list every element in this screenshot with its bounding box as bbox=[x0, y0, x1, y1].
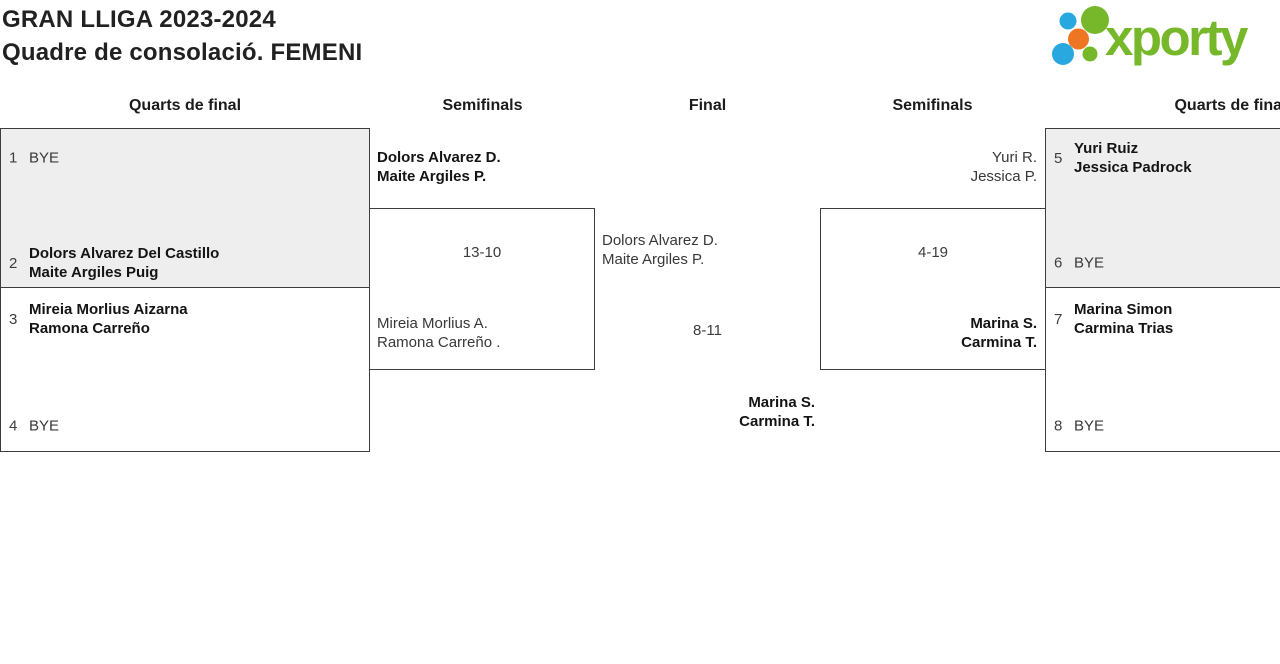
final-team-left-label: Dolors Alvarez D. Maite Argiles P. bbox=[602, 231, 718, 269]
team-name-line: Marina S. bbox=[970, 315, 1037, 332]
team-entry-seed2: 2 Dolors Alvarez Del Castillo Maite Argi… bbox=[9, 244, 361, 282]
seed-number: 6 bbox=[1054, 254, 1063, 272]
team-name-line: Dolors Alvarez D. bbox=[602, 232, 718, 249]
tournament-name: GRAN LLIGA 2023-2024 bbox=[2, 6, 276, 33]
seed-number: 4 bbox=[9, 417, 18, 435]
column-header-semifinals-left: Semifinals bbox=[442, 97, 523, 114]
team-name-line: Carmina Trias bbox=[1074, 320, 1174, 337]
team-name-line: BYE bbox=[29, 149, 60, 167]
match-box-qf-right-1: 5 Yuri Ruiz Jessica Padrock 6 BYE bbox=[1045, 128, 1280, 288]
team-name-line: Yuri Ruiz bbox=[1074, 140, 1139, 157]
seed-number: 1 bbox=[9, 149, 18, 167]
team-name-line: Marina S. bbox=[748, 394, 815, 411]
team-name-line: Maite Argiles P. bbox=[602, 251, 705, 268]
logo-dots-icon bbox=[1052, 6, 1109, 65]
team-names: BYE bbox=[29, 149, 59, 168]
seed-number: 2 bbox=[9, 254, 18, 272]
team-entry-seed8: 8 BYE bbox=[1054, 417, 1280, 436]
team-entry-seed7: 7 Marina Simon Carmina Trias bbox=[1054, 300, 1280, 338]
team-entry-seed4: 4 BYE bbox=[9, 417, 361, 436]
sf-left-winner-label: Dolors Alvarez D. Maite Argiles P. bbox=[377, 148, 501, 186]
match-box-sf-right: 4-19 Marina S. Carmina T. bbox=[820, 208, 1046, 370]
column-header-final: Final bbox=[688, 97, 727, 114]
team-name-line: BYE bbox=[29, 417, 60, 435]
sf-left-loser-label: Mireia Morlius A. Ramona Carreño . bbox=[377, 314, 500, 352]
logo-wordmark: xporty bbox=[1105, 9, 1248, 66]
team-name-line: BYE bbox=[1074, 417, 1105, 435]
seed-number: 8 bbox=[1054, 417, 1063, 435]
team-name-line: Ramona Carreño bbox=[29, 320, 150, 337]
team-name-line: Ramona Carreño . bbox=[377, 334, 501, 351]
match-box-sf-left: 13-10 Mireia Morlius A. Ramona Carreño . bbox=[369, 208, 595, 370]
column-header-quarterfinals-right: Quarts de final bbox=[1174, 97, 1280, 114]
team-name-line: Mireia Morlius A. bbox=[377, 315, 488, 332]
match-box-qf-left-2: 3 Mireia Morlius Aizarna Ramona Carreño … bbox=[0, 287, 370, 452]
match-score-final: 8-11 bbox=[693, 322, 722, 339]
match-box-qf-left-1: 1 BYE 2 Dolors Alvarez Del Castillo Mait… bbox=[0, 128, 370, 288]
team-name-line: Maite Argiles Puig bbox=[29, 264, 159, 281]
tournament-title: GRAN LLIGA 2023-2024 Quadre de consolaci… bbox=[2, 3, 362, 69]
sf-right-winner-label: Marina S. Carmina T. bbox=[961, 314, 1037, 352]
team-names: Marina Simon Carmina Trias bbox=[1074, 300, 1173, 338]
team-names: BYE bbox=[29, 417, 59, 436]
match-score-sf-right: 4-19 bbox=[917, 244, 949, 261]
sf-right-loser-label: Yuri R. Jessica P. bbox=[820, 148, 1037, 186]
team-names: BYE bbox=[1074, 417, 1104, 436]
team-names: Mireia Morlius Aizarna Ramona Carreño bbox=[29, 300, 188, 338]
team-name-line: Carmina T. bbox=[739, 413, 815, 430]
team-name-line: Mireia Morlius Aizarna bbox=[29, 301, 188, 318]
team-entry-seed6: 6 BYE bbox=[1054, 254, 1280, 273]
column-header-semifinals-right: Semifinals bbox=[892, 97, 973, 114]
team-names: Dolors Alvarez Del Castillo Maite Argile… bbox=[29, 244, 219, 282]
team-name-line: BYE bbox=[1074, 254, 1105, 272]
team-entry-seed1: 1 BYE bbox=[9, 149, 361, 168]
xporty-logo[interactable]: xporty bbox=[1048, 0, 1272, 78]
match-score-sf-left: 13-10 bbox=[462, 244, 502, 261]
seed-number: 7 bbox=[1054, 310, 1063, 328]
bracket-subtitle: Quadre de consolació. FEMENI bbox=[2, 39, 363, 66]
team-entry-seed3: 3 Mireia Morlius Aizarna Ramona Carreño bbox=[9, 300, 361, 338]
team-name-line: Dolors Alvarez D. bbox=[377, 149, 501, 166]
seed-number: 3 bbox=[9, 310, 18, 328]
team-name-line: Carmina T. bbox=[961, 334, 1037, 351]
team-names: BYE bbox=[1074, 254, 1104, 273]
team-name-line: Jessica Padrock bbox=[1074, 159, 1192, 176]
team-name-line: Yuri R. bbox=[991, 149, 1037, 166]
team-entry-seed5: 5 Yuri Ruiz Jessica Padrock bbox=[1054, 139, 1280, 177]
column-header-quarterfinals-left: Quarts de final bbox=[128, 97, 242, 114]
team-names: Yuri Ruiz Jessica Padrock bbox=[1074, 139, 1192, 177]
team-name-line: Dolors Alvarez Del Castillo bbox=[29, 245, 220, 262]
team-name-line: Jessica P. bbox=[970, 168, 1037, 185]
team-name-line: Marina Simon bbox=[1074, 301, 1173, 318]
seed-number: 5 bbox=[1054, 149, 1063, 167]
team-name-line: Maite Argiles P. bbox=[377, 168, 487, 185]
match-box-qf-right-2: 7 Marina Simon Carmina Trias 8 BYE bbox=[1045, 287, 1280, 452]
final-winner-label: Marina S. Carmina T. bbox=[595, 393, 815, 431]
